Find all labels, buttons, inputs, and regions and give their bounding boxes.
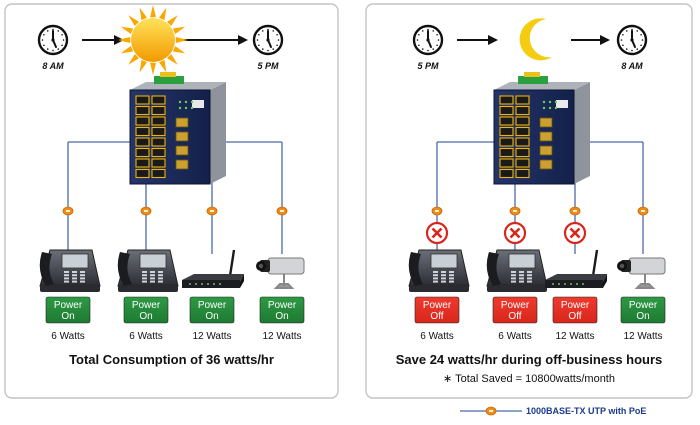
time-from-label: 8 AM — [42, 61, 64, 71]
device-watts-label: 6 Watts — [129, 331, 163, 342]
device-watts-label: 6 Watts — [498, 331, 532, 342]
power-status-line-1: Power — [198, 300, 227, 311]
arrow-right-icon — [571, 35, 610, 45]
legend: 1000BASE-TX UTP with PoE — [460, 406, 646, 416]
power-status-line-2: Off — [508, 311, 521, 322]
clock-icon — [412, 24, 444, 56]
clock-icon — [616, 24, 648, 56]
poe-injector-icon — [140, 206, 152, 216]
legend-label: 1000BASE-TX UTP with PoE — [526, 406, 646, 416]
ip-camera-icon — [617, 257, 666, 289]
power-status-line-2: On — [139, 311, 152, 322]
time-to-label: 8 AM — [621, 61, 643, 71]
arrow-right-icon — [457, 35, 498, 45]
power-off-x-icon — [563, 221, 587, 245]
ip-phone-icon — [408, 249, 470, 292]
clock-icon — [37, 24, 69, 56]
device-watts-label: 12 Watts — [192, 331, 231, 342]
poe-injector-icon — [431, 206, 443, 216]
ip-phone-icon — [39, 249, 101, 292]
panel-headline: Total Consumption of 36 watts/hr — [69, 352, 274, 367]
power-status-line-2: On — [205, 311, 218, 322]
power-status-line-1: Power — [268, 300, 297, 311]
power-status-line-1: Power — [54, 300, 83, 311]
power-status-line-2: On — [275, 311, 288, 322]
power-off-x-icon — [425, 221, 449, 245]
device-watts-label: 6 Watts — [420, 331, 454, 342]
device-watts-label: 6 Watts — [51, 331, 85, 342]
ip-camera-icon — [256, 257, 305, 289]
poe-injector-icon — [62, 206, 74, 216]
sun-icon — [118, 5, 188, 75]
device-watts-label: 12 Watts — [262, 331, 301, 342]
ip-phone-icon — [117, 249, 179, 292]
arrow-right-icon — [184, 35, 248, 45]
power-status-line-1: Power — [561, 300, 590, 311]
time-from-label: 5 PM — [417, 61, 439, 71]
moon-icon — [519, 18, 552, 61]
poe-injector-icon — [276, 206, 288, 216]
industrial-switch-icon — [493, 72, 590, 185]
poe-injector-icon — [637, 206, 649, 216]
wireless-router-icon — [545, 249, 607, 288]
ip-phone-icon — [486, 249, 548, 292]
power-status-line-1: Power — [132, 300, 161, 311]
power-status-line-2: On — [636, 311, 649, 322]
poe-injector-icon — [206, 206, 218, 216]
panel-headline: Save 24 watts/hr during off-business hou… — [396, 352, 663, 367]
power-status-line-2: Off — [568, 311, 581, 322]
panel-subline: ∗ Total Saved = 10800watts/month — [443, 373, 615, 385]
device-watts-label: 12 Watts — [555, 331, 594, 342]
poe-injector-icon — [509, 206, 521, 216]
industrial-switch-icon — [129, 72, 226, 185]
power-status-line-2: Off — [430, 311, 443, 322]
power-off-x-icon — [503, 221, 527, 245]
cable-group — [67, 141, 283, 254]
power-status-line-2: On — [61, 311, 74, 322]
poe-injector-icon — [485, 406, 497, 416]
poe-injector-icon — [569, 206, 581, 216]
power-status-line-1: Power — [629, 300, 658, 311]
clock-icon — [252, 24, 284, 56]
device-watts-label: 12 Watts — [623, 331, 662, 342]
power-status-line-1: Power — [501, 300, 530, 311]
power-status-line-1: Power — [423, 300, 452, 311]
wireless-router-icon — [182, 249, 244, 288]
time-to-label: 5 PM — [257, 61, 279, 71]
